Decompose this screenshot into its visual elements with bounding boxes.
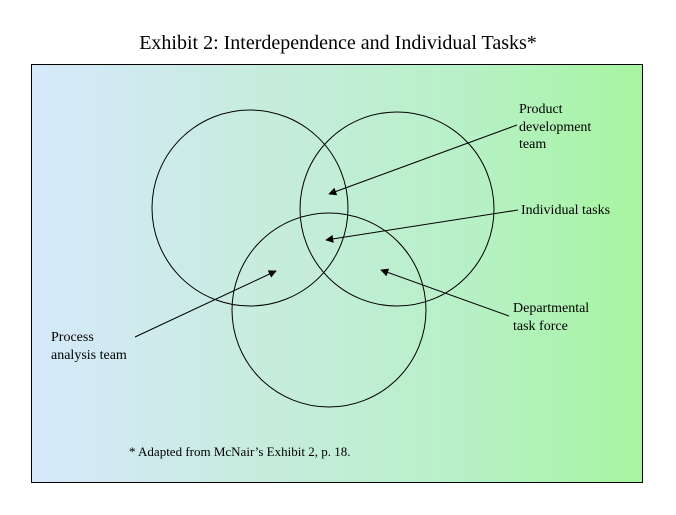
venn-circle-bottom [231,212,427,408]
label-product-development-team-line-3: team [519,137,547,152]
label-departmental-task-force-line-2: task force [513,318,568,334]
venn-circle-right [299,111,495,307]
label-product-development-team-line-1: Product [519,102,563,117]
label-departmental-task-force-line-1: Departmental [513,301,590,316]
label-process-analysis-team-line-2: analysis team [51,347,127,363]
label-product-development-team: Product development team [519,101,591,154]
diagram-title: Exhibit 2: Interdependence and Individua… [139,32,537,54]
label-individual-tasks: Individual tasks [521,203,611,218]
label-departmental-task-force: Departmental task force [513,300,589,335]
arrow-process-analysis-team [134,270,277,338]
label-process-analysis-team: Process analysis team [51,329,127,364]
arrow-product-development-team [328,124,518,196]
venn-circle-left [151,109,349,307]
label-product-development-team-line-2: development [519,119,592,135]
arrow-departmental-task-force [380,268,510,317]
label-process-analysis-team-line-1: Process [51,330,94,345]
diagram-panel [31,64,643,483]
arrow-individual-tasks [325,209,519,243]
footnote: * Adapted from McNair’s Exhibit 2, p. 18… [129,444,351,459]
